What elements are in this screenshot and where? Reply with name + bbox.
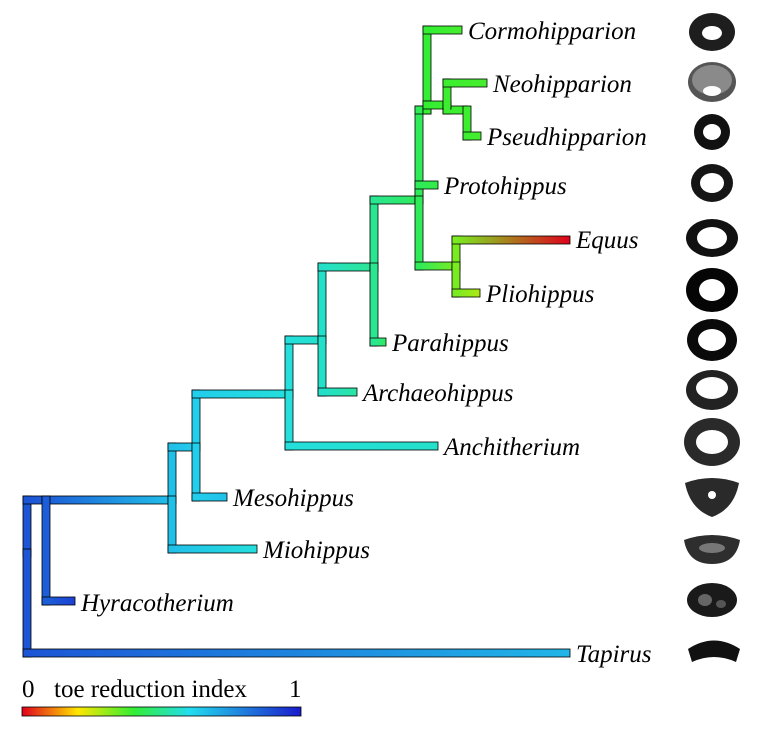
cross-section-icon bbox=[694, 114, 730, 150]
tree-branch-vertical bbox=[284, 335, 294, 399]
tree-branch-vertical bbox=[41, 495, 51, 606]
taxon-label-tapirus: Tapirus bbox=[576, 641, 652, 668]
legend-title: toe reduction index bbox=[54, 676, 247, 703]
tree-branch-vertical bbox=[22, 548, 32, 658]
tree-branch bbox=[369, 195, 420, 205]
tree-branch-joint bbox=[192, 390, 200, 398]
legend-min-label: 0 bbox=[22, 676, 35, 703]
tree-branch-joint bbox=[23, 649, 31, 657]
tree-branch-cormohipparion bbox=[422, 25, 463, 35]
tree-branch-joint bbox=[285, 336, 293, 344]
cross-section-icon bbox=[688, 62, 736, 102]
taxon-label-miohippus: Miohippus bbox=[262, 537, 370, 564]
tree-branch-joint bbox=[370, 196, 378, 204]
tree-branch-neohipparion bbox=[442, 78, 488, 88]
tree-branch-protohippus bbox=[414, 180, 439, 190]
cross-section-icon bbox=[687, 583, 737, 617]
tree-branch-joint bbox=[370, 338, 378, 346]
tree-branch-vertical bbox=[414, 195, 424, 271]
taxon-label-cormohipparion: Cormohipparion bbox=[468, 18, 636, 45]
taxon-label-archaeohippus: Archaeohippus bbox=[361, 380, 513, 407]
tree-branch-joint bbox=[463, 132, 471, 140]
taxon-label-parahippus: Parahippus bbox=[391, 330, 509, 357]
phylogenetic-tree bbox=[22, 25, 571, 658]
tree-branch-joint bbox=[415, 262, 423, 270]
tree-branch-joint bbox=[168, 545, 176, 553]
tree-branch-equus bbox=[451, 235, 571, 245]
tree-branch-vertical bbox=[317, 335, 327, 397]
tree-branch-vertical bbox=[317, 262, 327, 345]
tree-branch-vertical bbox=[191, 442, 201, 502]
taxon-label-pseudhipparion: Pseudhipparion bbox=[486, 124, 647, 151]
cross-section-icon bbox=[691, 164, 733, 202]
tree-branch-vertical bbox=[369, 262, 379, 347]
tree-branch-joint bbox=[452, 289, 460, 297]
tree-branch-joint bbox=[415, 106, 423, 114]
tree-branch-hyracotherium bbox=[41, 596, 76, 606]
cross-section-icon bbox=[684, 418, 740, 466]
taxon-label-equus: Equus bbox=[575, 227, 639, 254]
tree-branch-vertical bbox=[167, 495, 177, 554]
tree-branch-joint bbox=[415, 181, 423, 189]
taxon-label-pliohippus: Pliohippus bbox=[485, 281, 594, 308]
taxon-label-neohipparion: Neohipparion bbox=[492, 71, 632, 98]
tree-branch-vertical bbox=[167, 442, 177, 505]
tree-branch-joint bbox=[42, 597, 50, 605]
tree-branch-joint bbox=[168, 443, 176, 451]
cross-section-icon bbox=[686, 219, 738, 257]
tree-branch-anchitherium bbox=[284, 441, 439, 451]
taxon-label-mesohippus: Mesohippus bbox=[232, 485, 354, 512]
cross-section-icon bbox=[686, 370, 738, 410]
legend-max-label: 1 bbox=[289, 676, 302, 703]
tree-branch-joint bbox=[318, 388, 326, 396]
tree-branch-mesohippus bbox=[191, 492, 228, 502]
cross-section-icon bbox=[689, 13, 735, 51]
tree-branch-joint bbox=[443, 79, 451, 87]
tree-branch-pseudhipparion bbox=[462, 131, 482, 141]
tree-branch-vertical bbox=[191, 389, 201, 452]
taxon-label-anchitherium: Anchitherium bbox=[442, 434, 580, 461]
cross-section-icon bbox=[688, 640, 740, 662]
tree-branch-parahippus bbox=[369, 337, 387, 347]
cross-section-icon bbox=[687, 319, 737, 361]
tree-branch-tapirus bbox=[22, 648, 571, 658]
tree-branch-joint bbox=[423, 101, 431, 109]
tree-branch-miohippus bbox=[167, 544, 258, 554]
tree-branch-archaeohippus bbox=[317, 387, 358, 397]
tree-branch-joint bbox=[318, 263, 326, 271]
cross-section-icon bbox=[686, 268, 738, 312]
tree-branch-joint bbox=[42, 496, 50, 504]
taxon-label-protohippus: Protohippus bbox=[443, 173, 567, 200]
tree-branch-vertical bbox=[369, 195, 379, 272]
legend-color-bar bbox=[21, 706, 302, 717]
tree-branch-joint bbox=[443, 106, 451, 114]
taxon-label-hyracotherium: Hyracotherium bbox=[80, 590, 234, 617]
tree-branch bbox=[41, 495, 173, 505]
tree-branch-joint bbox=[452, 236, 460, 244]
tree-branch bbox=[317, 262, 375, 272]
tree-branch-joint bbox=[192, 493, 200, 501]
tree-branch-pliohippus bbox=[451, 288, 481, 298]
cross-sections bbox=[684, 13, 740, 662]
cross-section-icon bbox=[685, 478, 739, 517]
color-legend: 0 toe reduction index 1 bbox=[21, 676, 302, 717]
tree-branch-vertical bbox=[22, 495, 32, 558]
taxon-labels: Cormohipparion Neohipparion Pseudhippari… bbox=[80, 18, 652, 668]
tree-branch-joint bbox=[285, 442, 293, 450]
tree-branch-joint bbox=[423, 26, 431, 34]
cross-section-icon bbox=[684, 535, 740, 564]
tree-branch-vertical bbox=[284, 389, 294, 451]
tree-branch-joint bbox=[23, 496, 31, 504]
tree-branch bbox=[191, 389, 290, 399]
